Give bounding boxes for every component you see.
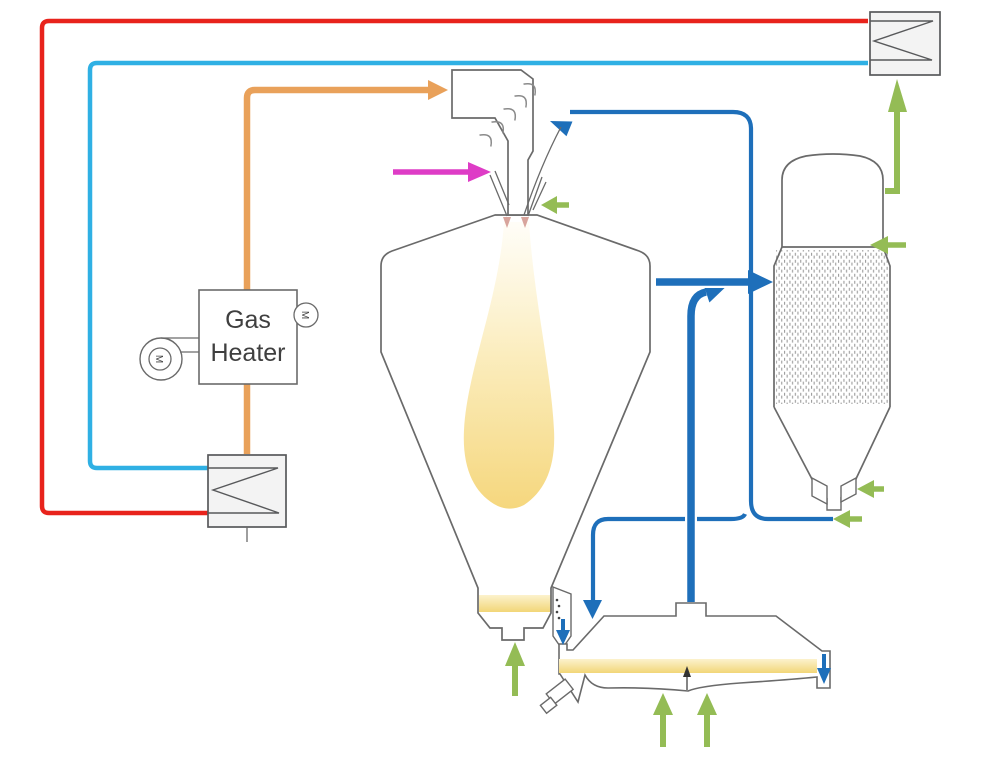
spray-drying-chamber bbox=[380, 214, 651, 641]
bed-air-arrow-1 bbox=[653, 693, 673, 747]
filter-outlet-flap-left bbox=[811, 476, 828, 506]
air-disperser-coil bbox=[479, 82, 537, 147]
atomizer-motor bbox=[293, 302, 319, 328]
gas-heater-label-line1: Gas bbox=[225, 306, 271, 334]
filter-bags bbox=[776, 250, 888, 404]
exhaust-heat-exchanger bbox=[869, 11, 941, 76]
bed-discharge-valve bbox=[539, 678, 575, 715]
nozzle-air-arrow bbox=[541, 196, 569, 214]
exhaust-to-hx-arrow bbox=[885, 79, 907, 194]
fluid-bed-plate bbox=[559, 659, 817, 673]
fines-to-bed-arrowhead bbox=[583, 600, 602, 619]
bed-divider-arrow bbox=[683, 666, 691, 677]
bed-outlet-arrow bbox=[817, 654, 831, 684]
spray-plume bbox=[463, 222, 555, 509]
bed-air-arrow-2 bbox=[697, 693, 717, 747]
filter-purge-arrow bbox=[870, 236, 906, 254]
gas-heater-box bbox=[198, 289, 298, 385]
fines-line-inlet-arrow bbox=[833, 510, 862, 528]
fines-return-arrowhead bbox=[550, 121, 573, 137]
feed-lance bbox=[523, 126, 562, 216]
nozzle-lance-right bbox=[527, 176, 547, 217]
gas-heater: M Gas Heater M bbox=[139, 289, 319, 385]
chamber-powder-layer bbox=[479, 595, 551, 612]
supply-heat-exchanger bbox=[207, 454, 287, 542]
fluid-bed bbox=[539, 602, 831, 715]
atomizer-motor-label: M bbox=[299, 311, 310, 319]
feed-arrow bbox=[393, 162, 491, 182]
nozzle-tip-right bbox=[521, 217, 529, 228]
hot-loop-line bbox=[39, 18, 868, 516]
supply-fan-motor bbox=[148, 347, 172, 371]
filter-outlet-flap-right bbox=[840, 476, 857, 504]
exhaust-gas-line bbox=[656, 270, 773, 602]
fines-return-line bbox=[550, 109, 833, 619]
heated-air-line bbox=[243, 80, 448, 454]
product-to-bed-arrow bbox=[556, 619, 570, 645]
filter-outlet-tube bbox=[826, 497, 842, 511]
bag-filter bbox=[773, 153, 891, 511]
chamber-bottom-air-arrow bbox=[505, 642, 525, 696]
inlet-air-duct bbox=[451, 69, 562, 217]
nozzle-lance-left bbox=[489, 170, 510, 217]
nozzle-tip-left bbox=[503, 217, 511, 228]
cold-loop-line bbox=[87, 60, 868, 471]
heated-air-arrowhead bbox=[428, 80, 448, 100]
supply-fan-motor-label: M bbox=[153, 355, 164, 363]
filter-outlet-arrow bbox=[857, 480, 884, 498]
gas-heater-label-line2: Heater bbox=[210, 339, 285, 367]
